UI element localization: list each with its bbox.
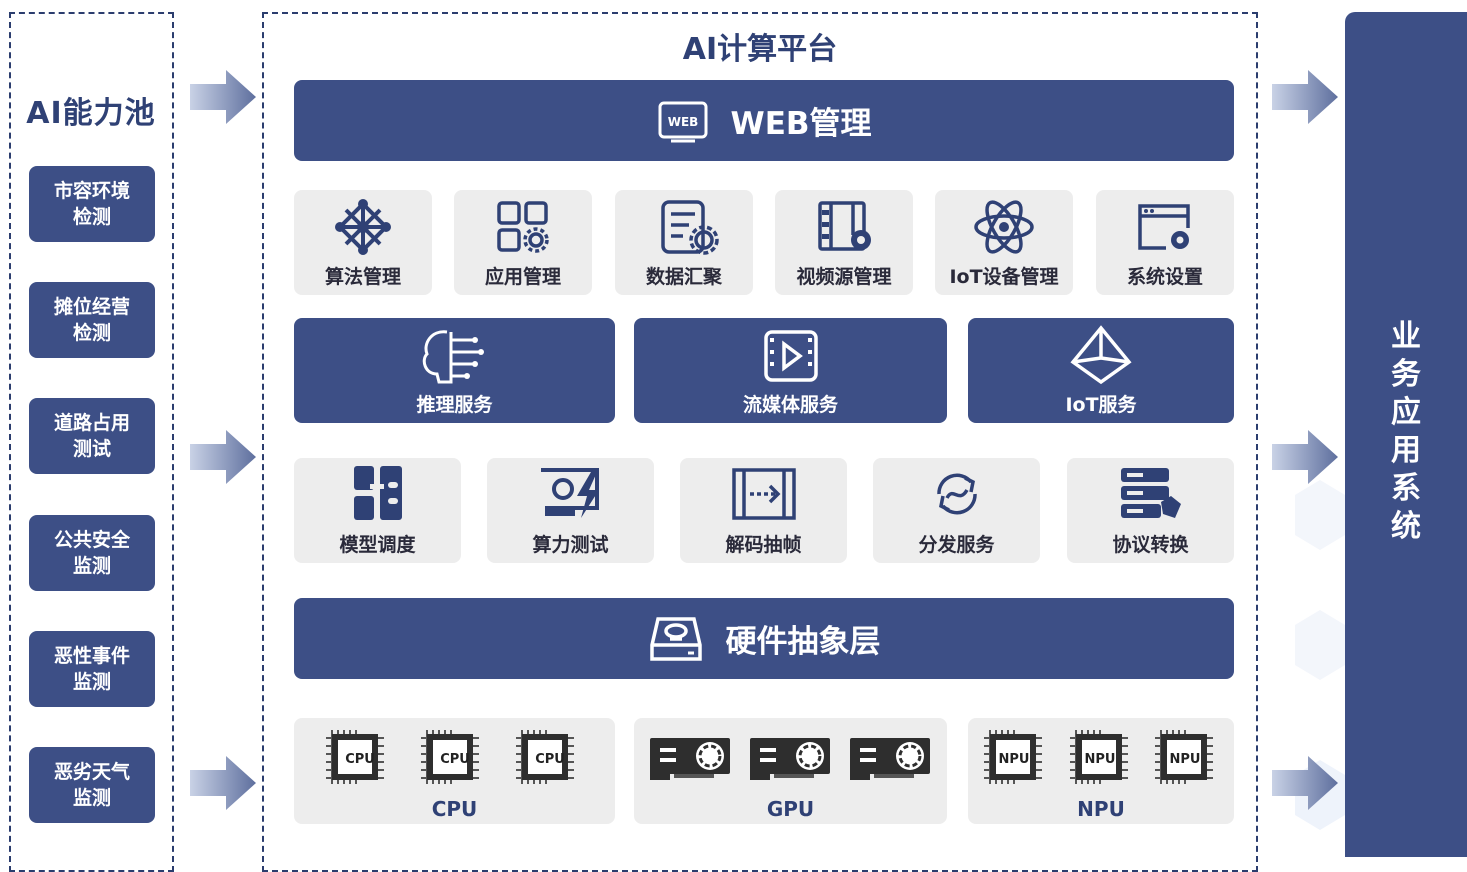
tile-label: 协议转换 [1112,534,1189,556]
business-system-panel[interactable] [1345,12,1467,857]
capability-item-public-safety[interactable]: 公共安全 监测 [29,515,155,591]
tile-label: 系统设置 [1126,266,1203,288]
flow-arrow-icon [1272,430,1338,484]
npu-chip-icon: NPU [1084,751,1116,767]
npu-chip-icon: NPU [998,751,1030,767]
service-label: IoT服务 [1065,394,1137,416]
npu-chip-set-icon [984,730,1213,784]
service-iot[interactable]: IoT服务 [968,318,1234,423]
cpu-chip-row: CPU [294,718,615,798]
service-label: 推理服务 [416,394,493,416]
tile-data-aggregation[interactable]: 数据汇聚 [615,190,753,295]
capability-item-malicious-event[interactable]: 恶性事件 监测 [29,631,155,707]
hardware-label-gpu: GPU [766,797,815,821]
gpu-card-set-icon [650,738,930,780]
hard-drive-icon [649,616,702,661]
algorithm-network-icon [335,199,391,255]
tile-label: 分发服务 [918,534,995,556]
tile-label: 视频源管理 [796,266,892,288]
window-settings-icon [1138,204,1190,250]
tile-label: 算法管理 [324,266,401,288]
tile-decode-frame-extraction[interactable]: 解码抽帧 [680,458,847,563]
web-icon-text: WEB [667,115,698,129]
tile-compute-test[interactable]: 算力测试 [487,458,654,563]
business-system-title: 业务应用系统 [1391,319,1421,544]
ai-brain-icon [422,330,484,384]
compute-card-icon [541,468,599,518]
app-grid-icon [497,201,549,253]
cpu-chip-set-icon [421,730,574,784]
tile-label: 数据汇聚 [645,266,722,288]
hardware-abstraction-band[interactable]: 硬件抽象层 [294,598,1234,679]
tile-model-scheduling[interactable]: 模型调度 [294,458,461,563]
service-inference[interactable]: 推理服务 [294,318,615,423]
cpu-chip-icon: CPU [535,751,565,767]
npu-chip-icon: NPU [1169,751,1201,767]
model-blocks-icon [354,466,402,520]
cpu-chips [326,730,384,784]
cpu-chip-icon: CPU [345,751,375,767]
sync-cycle-icon [937,473,977,515]
tile-label: 算力测试 [532,534,609,556]
iot-prism-icon [1070,325,1132,385]
service-streaming-media[interactable]: 流媒体服务 [634,318,947,423]
tile-video-source-management[interactable]: 视频源管理 [775,190,913,295]
cpu-chip-icon: CPU [440,751,470,767]
web-management-label: WEB管理 [730,106,872,142]
hardware-label-cpu: CPU [431,797,478,821]
video-film-settings-icon [818,201,871,251]
data-settings-icon [661,200,719,255]
tile-algorithm-management[interactable]: 算法管理 [294,190,432,295]
film-frame-arrow-icon [732,468,796,520]
tile-label: 应用管理 [484,266,561,288]
tile-distribution-service[interactable]: 分发服务 [873,458,1040,563]
tile-protocol-conversion[interactable]: 协议转换 [1067,458,1234,563]
capability-item-severe-weather[interactable]: 恶劣天气 监测 [29,747,155,823]
atom-icon [974,200,1034,254]
video-play-icon [764,330,818,382]
tile-system-settings[interactable]: 系统设置 [1096,190,1234,295]
capability-item-road-occupation[interactable]: 道路占用 测试 [29,398,155,474]
service-label: 流媒体服务 [742,394,838,416]
flow-arrow-icon [190,756,256,810]
tile-label: 解码抽帧 [725,534,802,556]
capability-item-stall-operation[interactable]: 摊位经营 检测 [29,282,155,358]
flow-arrow-icon [1272,756,1338,810]
flow-arrow-icon [190,70,256,124]
hardware-abstraction-label: 硬件抽象层 [725,624,881,660]
ai-platform-title: AI计算平台 [682,32,838,67]
server-stack-icon [1121,468,1181,518]
tile-app-management[interactable]: 应用管理 [454,190,592,295]
tile-iot-device-management[interactable]: IoT设备管理 [935,190,1073,295]
flow-arrow-icon [1272,70,1338,124]
hardware-label-npu: NPU [1077,797,1125,821]
web-management-band[interactable]: WEB WEB管理 [294,80,1234,161]
ai-capability-pool-title: AI能力池 [26,96,156,131]
flow-arrow-icon [190,430,256,484]
tile-label: 模型调度 [339,534,416,556]
tile-label: IoT设备管理 [949,266,1059,288]
web-monitor-icon: WEB [658,101,707,142]
capability-item-city-environment[interactable]: 市容环境 检测 [29,166,155,242]
